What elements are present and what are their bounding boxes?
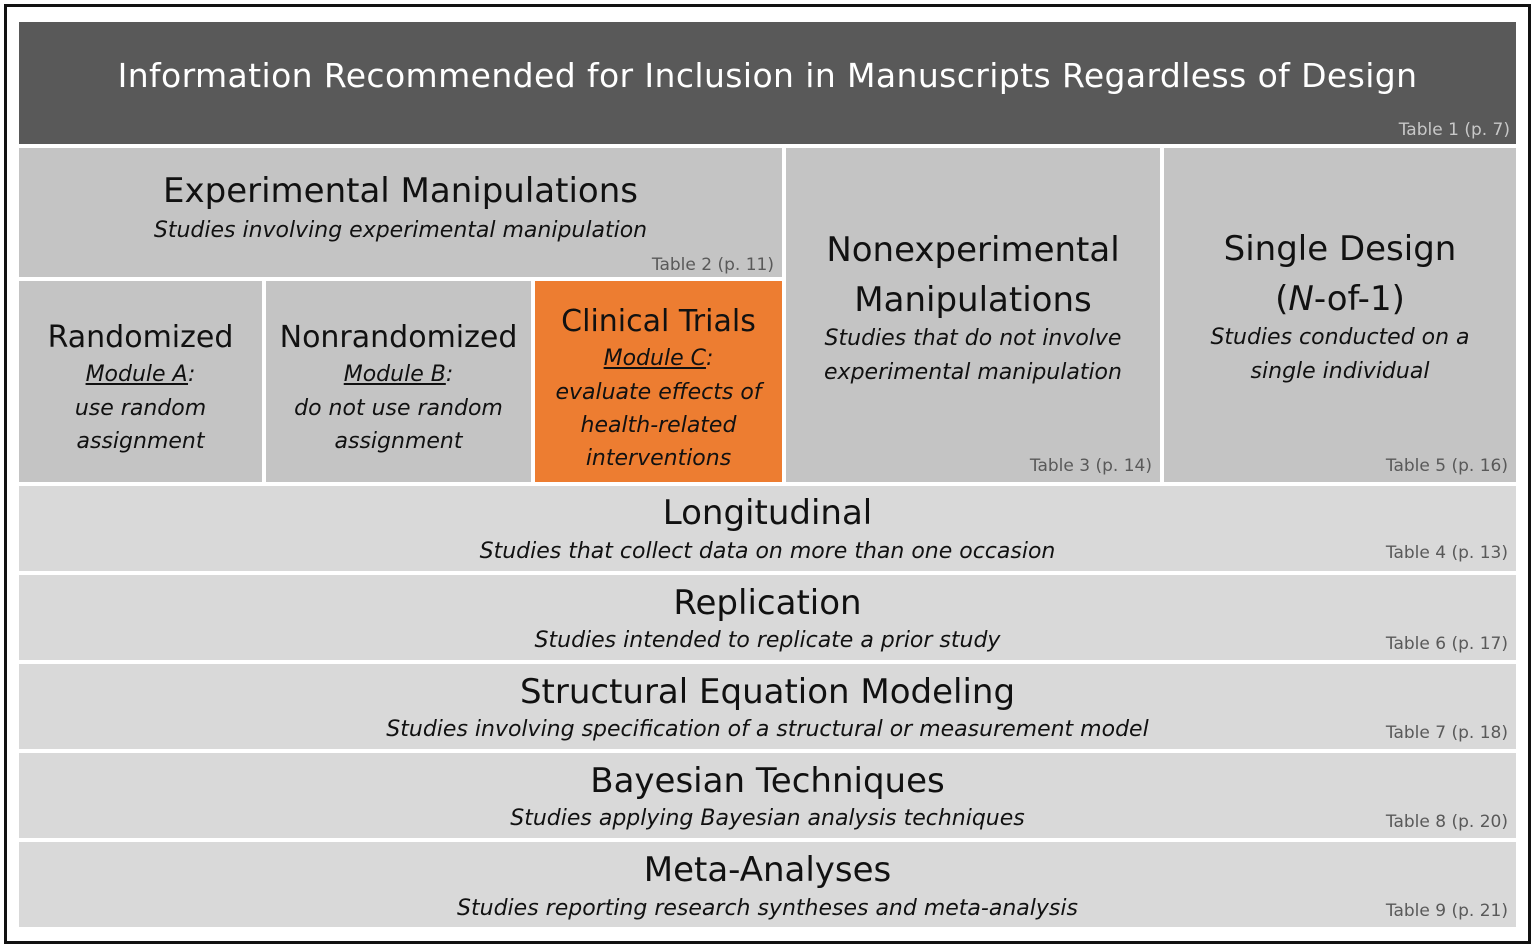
row-subtitle: Studies applying Bayesian analysis techn… bbox=[510, 806, 1025, 831]
randomized-line2: assignment bbox=[76, 429, 205, 454]
nonexperimental-subtitle-2: experimental manipulation bbox=[824, 360, 1122, 385]
randomized-line1: use random bbox=[74, 396, 207, 421]
clinical-colon: : bbox=[705, 346, 714, 371]
single-design-box: Single Design (N-of-1) Studies conducted… bbox=[1164, 148, 1516, 482]
randomized-module-line: Module A: bbox=[19, 358, 262, 392]
single-title-n: N bbox=[1288, 279, 1314, 319]
row-replication: Replication Studies intended to replicat… bbox=[19, 575, 1516, 660]
clinical-line2: health-related bbox=[580, 413, 737, 438]
clinical-line1: evaluate effects of bbox=[555, 380, 762, 405]
nonexperimental-subtitle-1: Studies that do not involve bbox=[824, 326, 1122, 351]
row-bayesian: Bayesian Techniques Studies applying Bay… bbox=[19, 753, 1516, 838]
experimental-box: Experimental Manipulations Studies invol… bbox=[19, 148, 782, 277]
row-table-ref: Table 9 (p. 21) bbox=[1385, 901, 1508, 921]
experimental-title: Experimental Manipulations bbox=[163, 171, 638, 211]
nonrandomized-title: Nonrandomized bbox=[279, 320, 518, 355]
nonexperimental-title-2: Manipulations bbox=[854, 280, 1092, 320]
nonrandomized-module-line: Module B: bbox=[266, 358, 531, 392]
randomized-colon: : bbox=[188, 362, 196, 387]
experimental-table-ref: Table 2 (p. 11) bbox=[651, 255, 774, 275]
row-table-ref: Table 6 (p. 17) bbox=[1385, 634, 1508, 654]
single-title-1: Single Design bbox=[1223, 229, 1457, 269]
nonexperimental-table-ref: Table 3 (p. 14) bbox=[1029, 456, 1152, 476]
row-table-ref: Table 4 (p. 13) bbox=[1385, 543, 1508, 563]
clinical-line3: interventions bbox=[585, 446, 732, 471]
randomized-title: Randomized bbox=[47, 320, 234, 355]
nonrandomized-line2: assignment bbox=[334, 429, 463, 454]
nonrandomized-line1: do not use random bbox=[294, 396, 503, 421]
nonrandomized-box: Nonrandomized Module B: do not use rando… bbox=[266, 281, 531, 482]
randomized-box: Randomized Module A: use random assignme… bbox=[19, 281, 262, 482]
clinical-trials-box: Clinical Trials Module C: evaluate effec… bbox=[535, 281, 782, 482]
nonrandomized-colon: : bbox=[445, 362, 454, 387]
header-title: Information Recommended for Inclusion in… bbox=[117, 56, 1418, 95]
single-subtitle-2: single individual bbox=[1250, 359, 1430, 384]
row-table-ref: Table 7 (p. 18) bbox=[1385, 723, 1508, 743]
single-title-open: ( bbox=[1275, 279, 1289, 319]
row-longitudinal: Longitudinal Studies that collect data o… bbox=[19, 486, 1516, 571]
row-table-ref: Table 8 (p. 20) bbox=[1385, 812, 1508, 832]
single-title-rest: -of-1) bbox=[1313, 279, 1405, 319]
nonexperimental-box: Nonexperimental Manipulations Studies th… bbox=[786, 148, 1160, 482]
experimental-subtitle: Studies involving experimental manipulat… bbox=[153, 218, 648, 243]
single-subtitle-1: Studies conducted on a bbox=[1210, 325, 1470, 350]
clinical-module-line: Module C: bbox=[535, 342, 782, 376]
row-title: Bayesian Techniques bbox=[590, 761, 945, 801]
row-sem: Structural Equation Modeling Studies inv… bbox=[19, 664, 1516, 749]
header-box: Information Recommended for Inclusion in… bbox=[19, 22, 1516, 144]
clinical-module: Module C bbox=[603, 346, 706, 371]
clinical-title: Clinical Trials bbox=[561, 304, 756, 339]
row-subtitle: Studies reporting research syntheses and… bbox=[457, 896, 1078, 921]
row-subtitle: Studies intended to replicate a prior st… bbox=[534, 628, 1001, 653]
randomized-module: Module A bbox=[85, 362, 189, 387]
single-table-ref: Table 5 (p. 16) bbox=[1385, 456, 1508, 476]
row-subtitle: Studies that collect data on more than o… bbox=[479, 539, 1056, 564]
row-meta-analyses: Meta-Analyses Studies reporting research… bbox=[19, 842, 1516, 927]
row-title: Replication bbox=[673, 583, 862, 623]
row-title: Longitudinal bbox=[662, 493, 873, 533]
row-title: Structural Equation Modeling bbox=[519, 672, 1016, 712]
row-title: Meta-Analyses bbox=[643, 850, 892, 890]
header-table-ref: Table 1 (p. 7) bbox=[1398, 120, 1510, 140]
nonrandomized-module: Module B bbox=[343, 362, 446, 387]
diagram-frame: Information Recommended for Inclusion in… bbox=[4, 4, 1531, 944]
single-title-2: (N-of-1) bbox=[1164, 274, 1516, 324]
nonexperimental-title-1: Nonexperimental bbox=[826, 230, 1120, 270]
row-subtitle: Studies involving specification of a str… bbox=[386, 717, 1149, 742]
